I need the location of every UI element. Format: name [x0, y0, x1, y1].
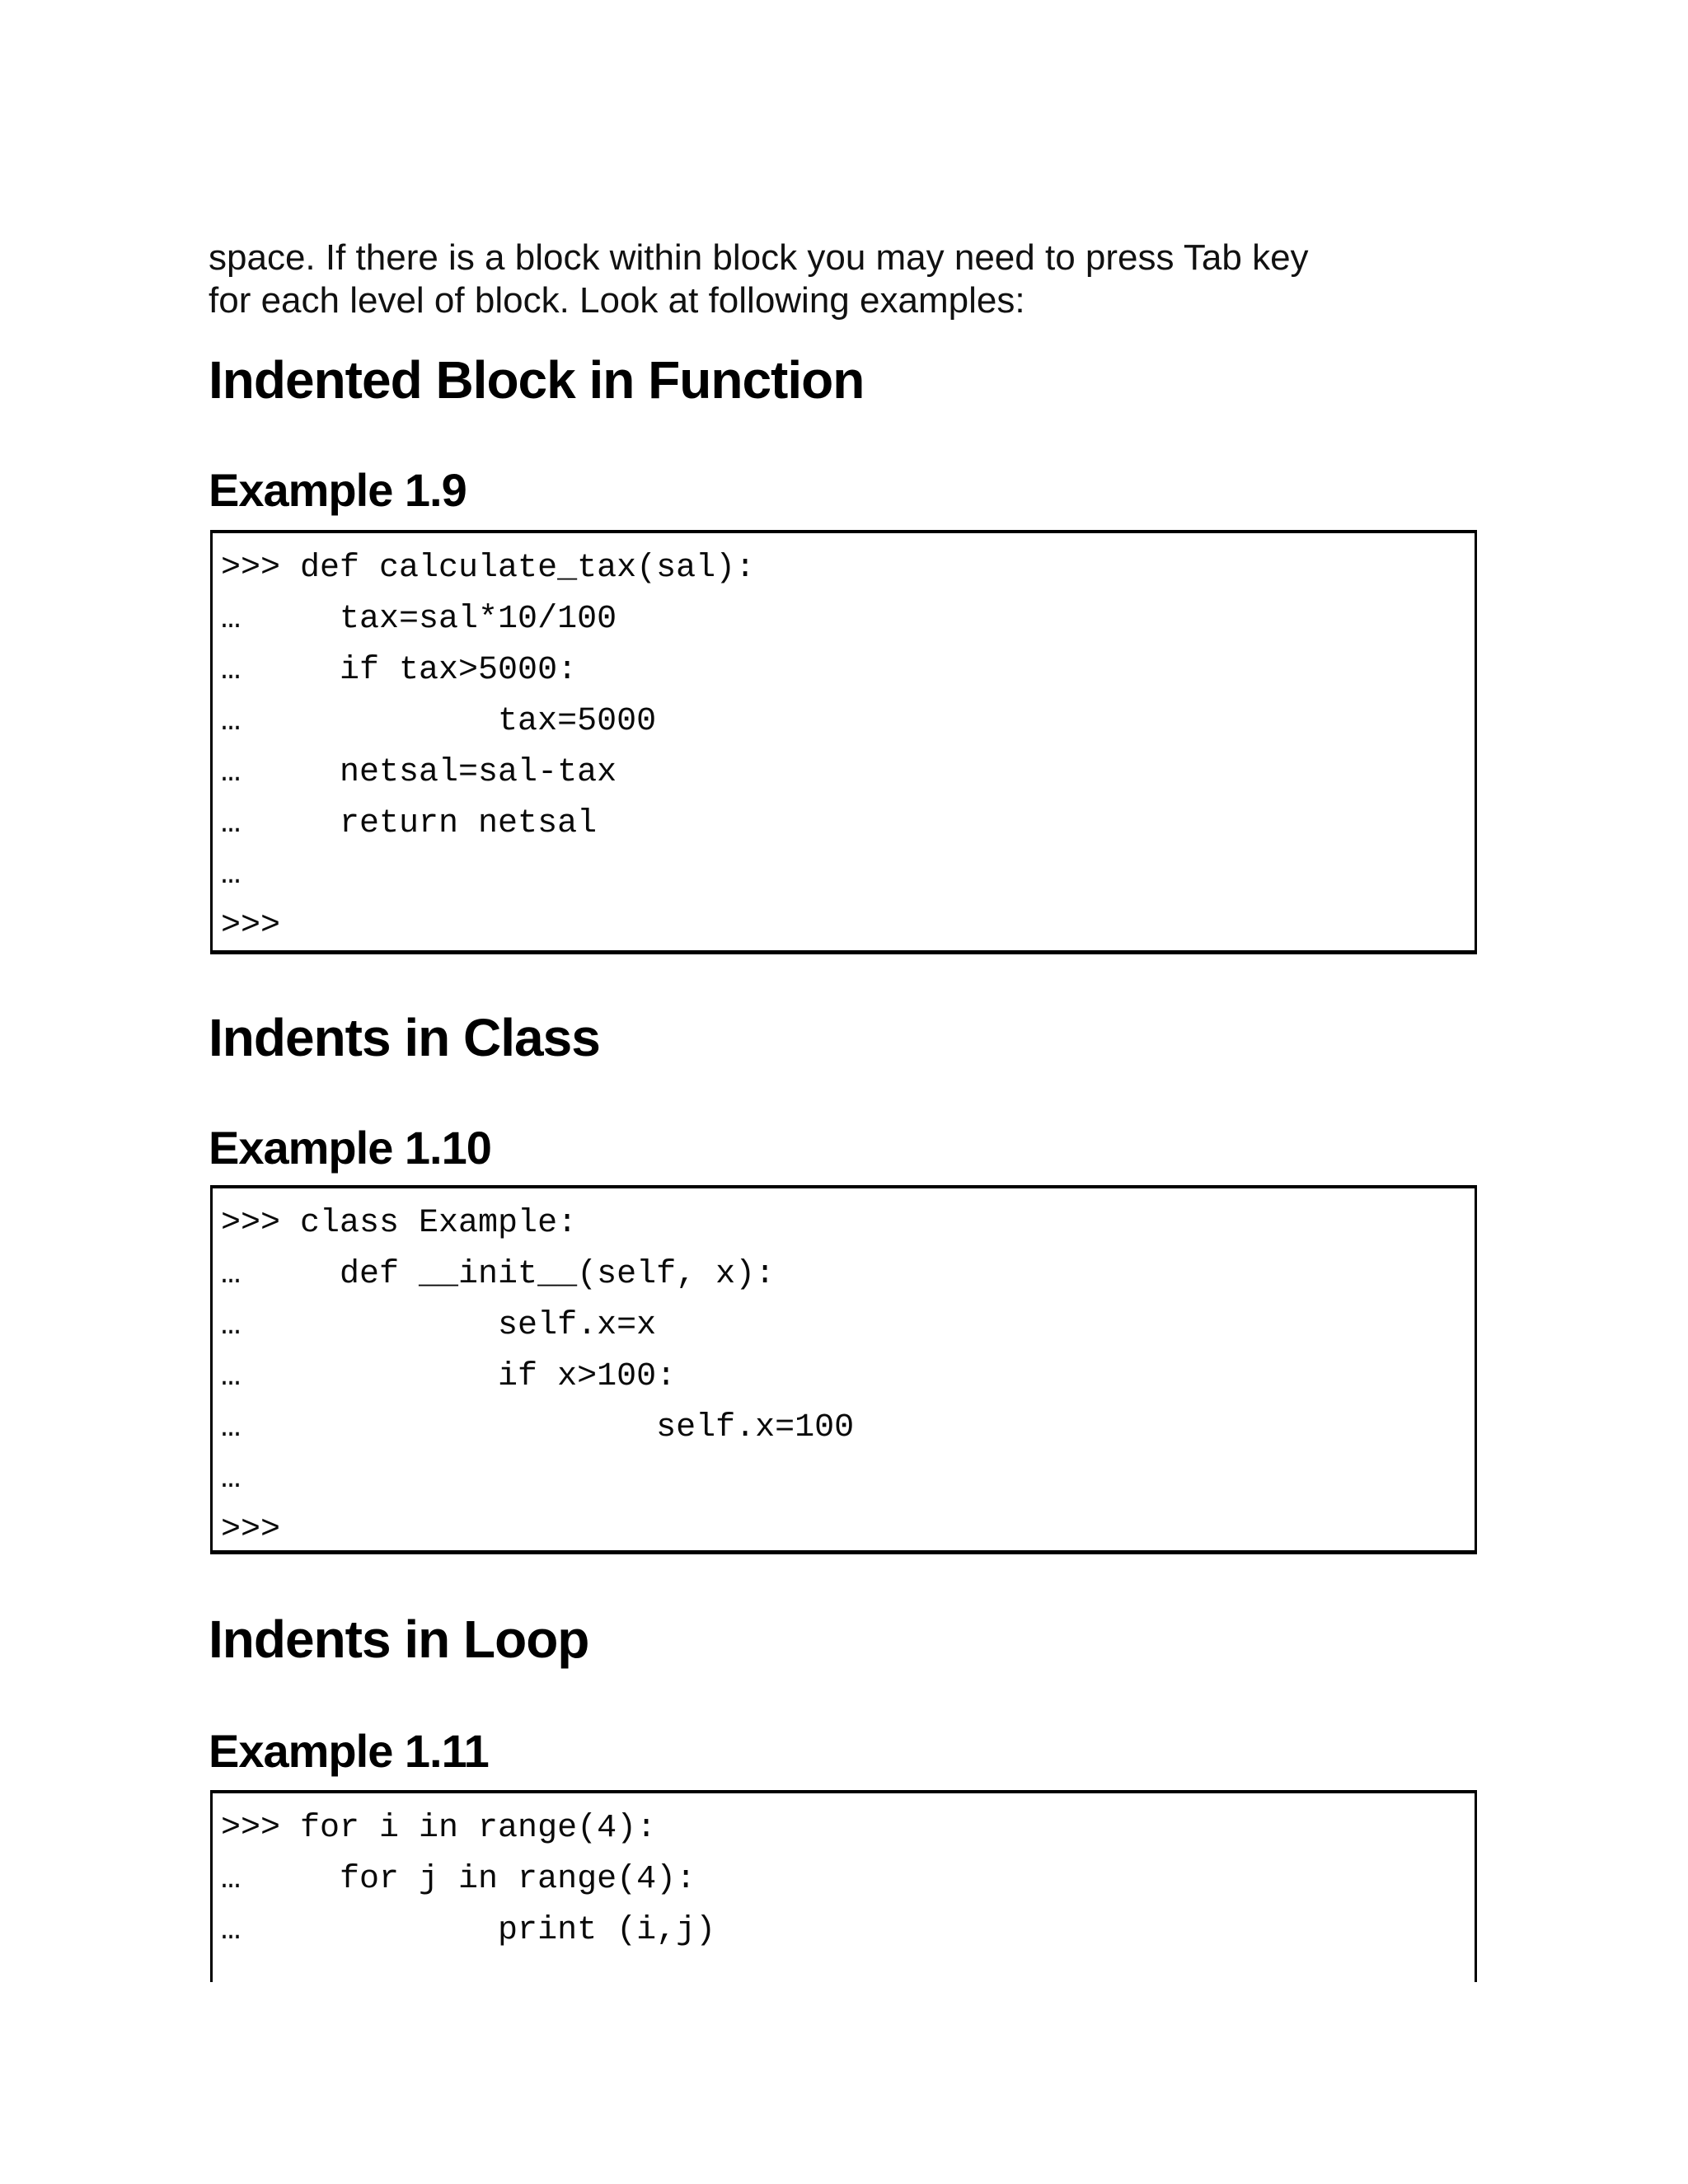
code-line: … if x>100:	[221, 1358, 677, 1395]
intro-paragraph: space. If there is a block within block …	[209, 237, 1494, 322]
section-heading-indented-block-in-function: Indented Block in Function	[209, 350, 865, 410]
code-line: >>> for i in range(4):	[221, 1810, 657, 1847]
intro-line: for each level of block. Look at followi…	[209, 280, 1025, 321]
code-line: … print (i,j)	[221, 1912, 716, 1949]
code-line: >>> class Example:	[221, 1205, 578, 1242]
code-line: >>>	[221, 1511, 281, 1549]
section-heading-indents-in-class: Indents in Class	[209, 1008, 601, 1067]
code-line: … def __init__(self, x):	[221, 1256, 776, 1293]
code-block-example-1-9: >>> def calculate_tax(sal): … tax=sal*10…	[210, 530, 1477, 954]
code-line: >>>	[221, 907, 281, 944]
code-block-example-1-10: >>> class Example: … def __init__(self, …	[210, 1185, 1477, 1554]
code-line: … tax=sal*10/100	[221, 601, 617, 638]
example-heading-1-11: Example 1.11	[209, 1725, 490, 1777]
code-line: … return netsal	[221, 805, 598, 842]
code-line: >>> def calculate_tax(sal):	[221, 550, 756, 587]
section-heading-indents-in-loop: Indents in Loop	[209, 1610, 589, 1669]
code-line: … if tax>5000:	[221, 652, 578, 689]
code-block-example-1-11: >>> for i in range(4): … for j in range(…	[210, 1790, 1477, 1982]
code-line: …	[221, 1460, 241, 1497]
example-heading-1-9: Example 1.9	[209, 464, 467, 516]
example-heading-1-10: Example 1.10	[209, 1122, 492, 1174]
code-line: …	[221, 856, 241, 893]
code-line: … self.x=x	[221, 1307, 657, 1344]
code-line: … for j in range(4):	[221, 1861, 696, 1898]
code-line: … self.x=100	[221, 1409, 855, 1446]
code-line: … tax=5000	[221, 703, 657, 740]
intro-line: space. If there is a block within block …	[209, 237, 1309, 278]
code-line: … netsal=sal-tax	[221, 754, 617, 791]
